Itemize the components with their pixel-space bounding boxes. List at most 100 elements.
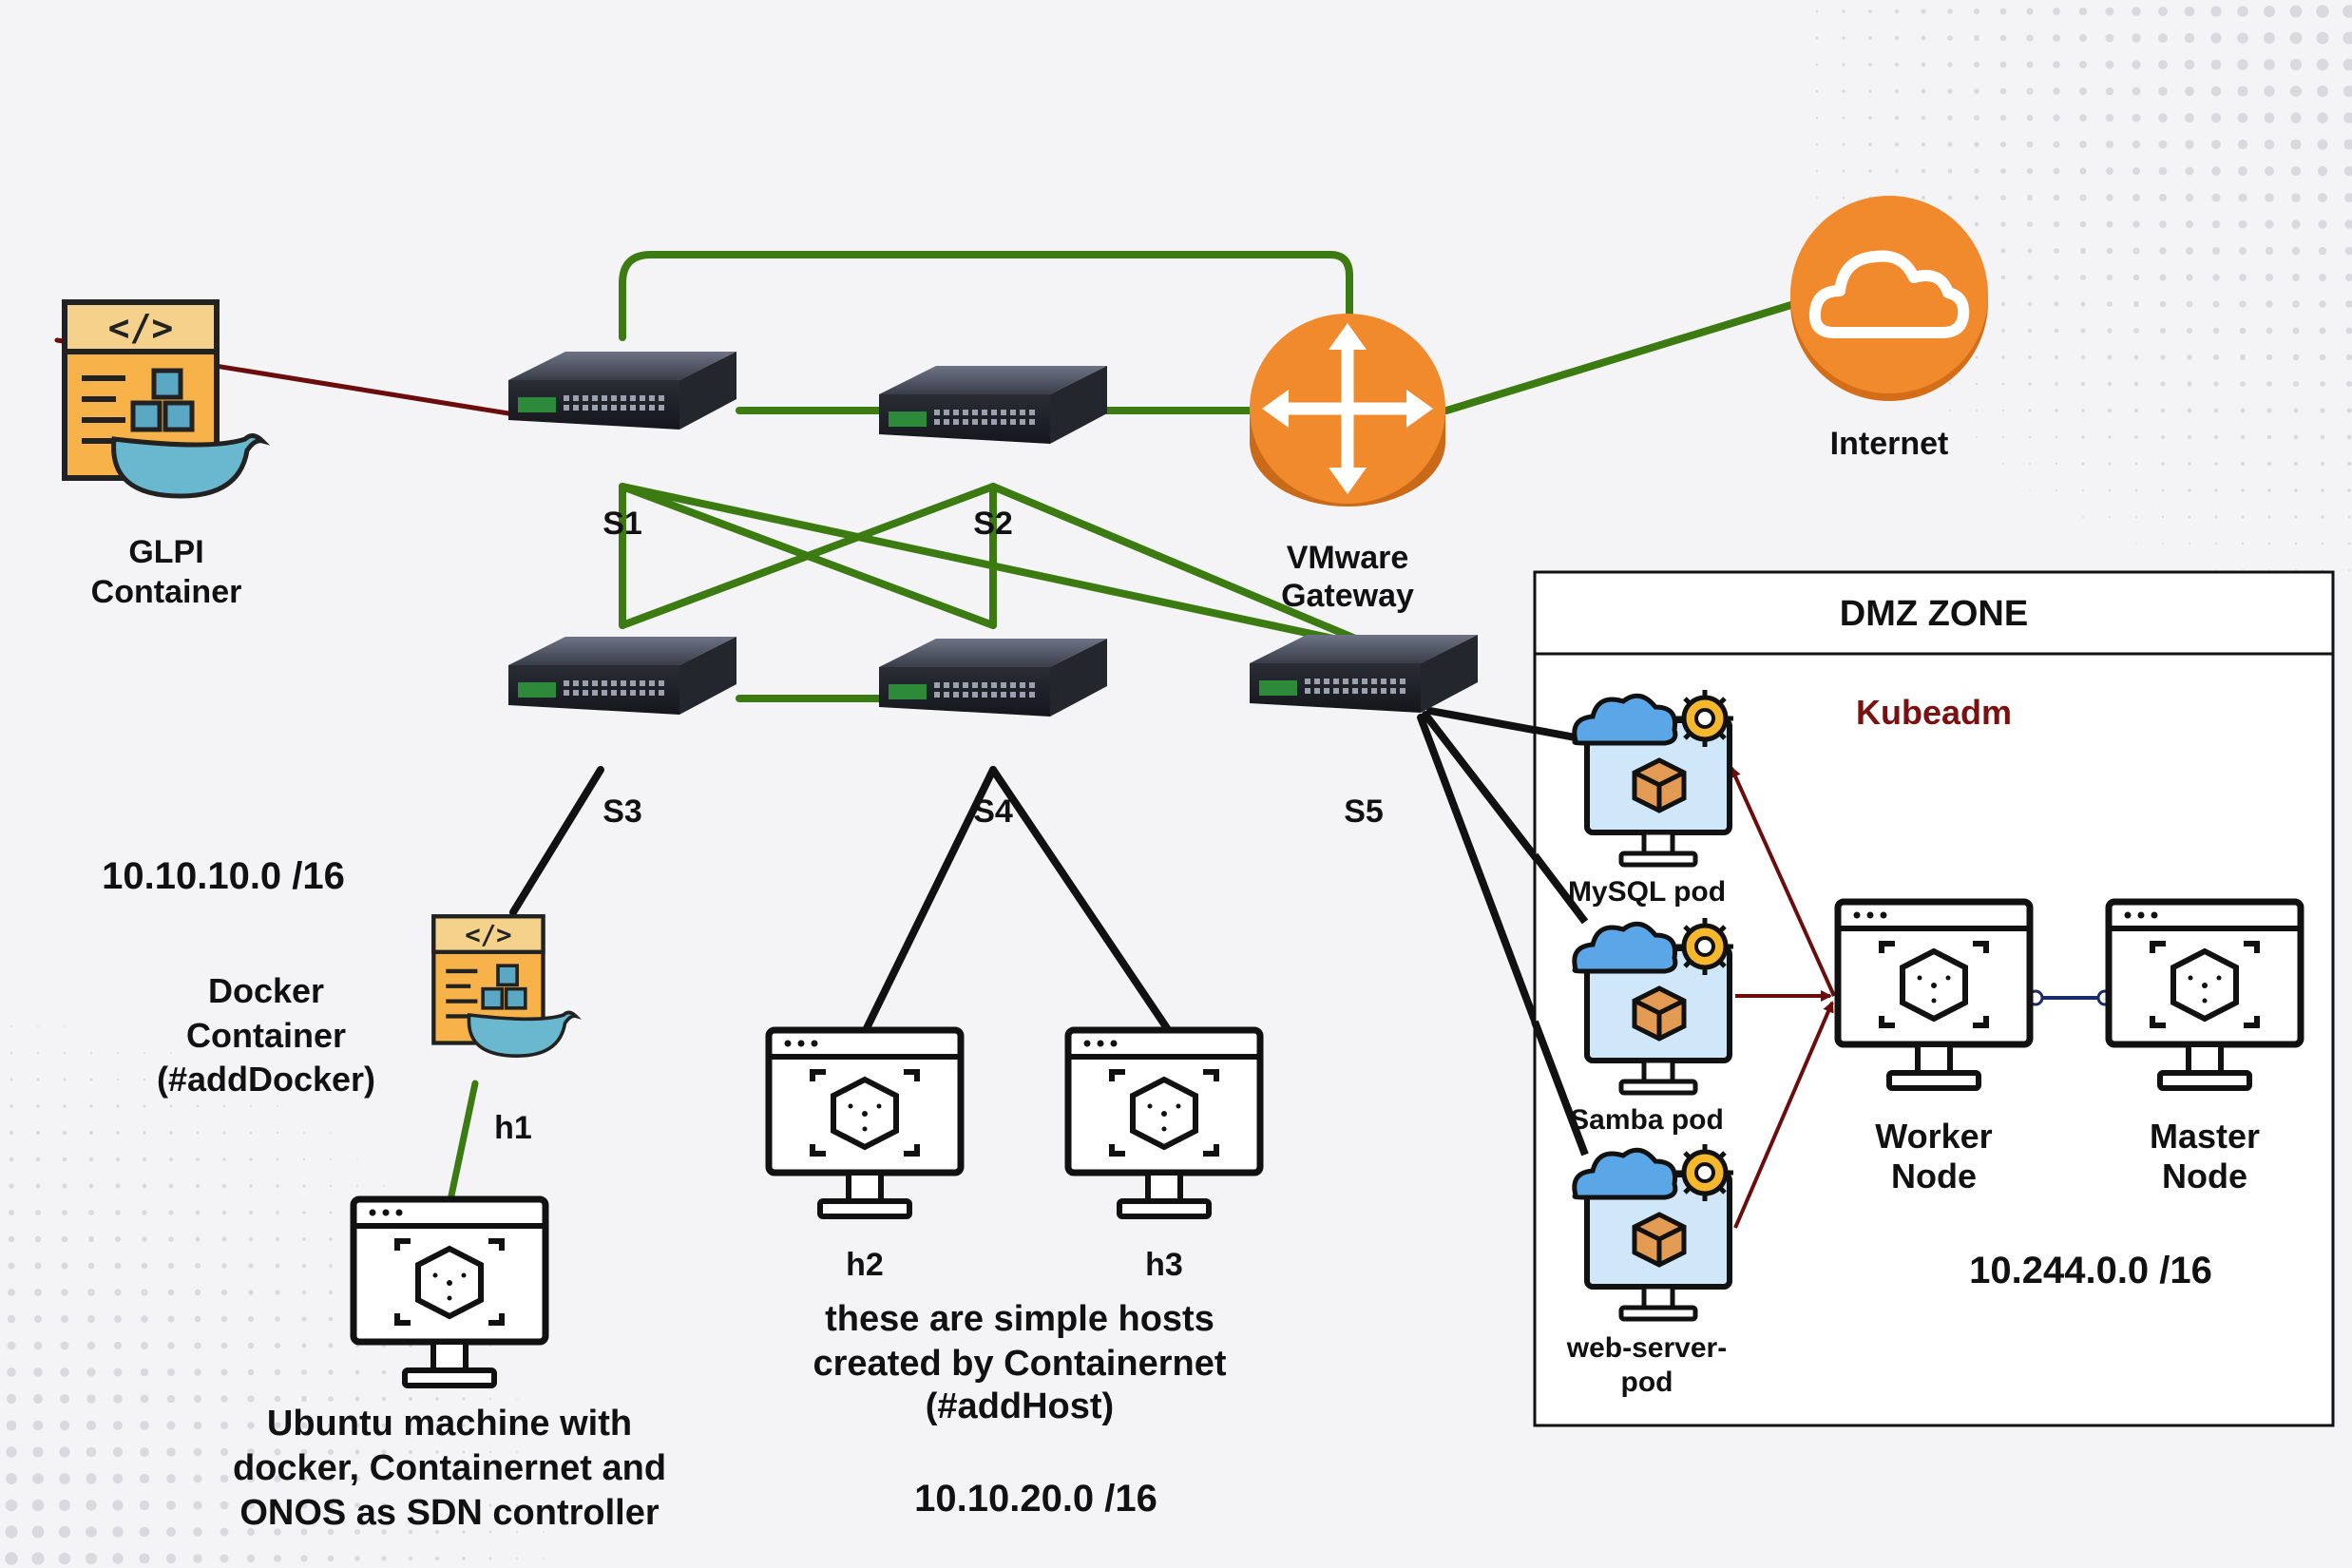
bg-dot bbox=[2026, 8, 2034, 15]
bg-dot bbox=[89, 1131, 93, 1135]
bg-dot bbox=[247, 1448, 255, 1456]
bg-dot bbox=[516, 1425, 518, 1426]
bg-dot bbox=[302, 1237, 306, 1241]
bg-dot bbox=[2107, 381, 2113, 387]
bg-dot bbox=[2187, 408, 2192, 413]
bg-dot bbox=[222, 1184, 226, 1188]
bg-dot bbox=[2026, 167, 2034, 175]
bg-dot bbox=[2321, 515, 2324, 519]
bg-dot bbox=[2239, 327, 2247, 335]
bg-dot bbox=[1815, 63, 1819, 67]
bg-dot bbox=[2290, 139, 2302, 150]
master-node[interactable]: Master Node bbox=[2109, 902, 2301, 1195]
bg-dot bbox=[10, 1025, 12, 1027]
bg-dot bbox=[2106, 274, 2113, 281]
bg-dot bbox=[1921, 62, 1926, 67]
bg-dot bbox=[2028, 409, 2032, 412]
bg-dot bbox=[2185, 140, 2194, 149]
bg-dot bbox=[1868, 116, 1872, 120]
bg-dot bbox=[2293, 408, 2299, 413]
bg-dot bbox=[2027, 301, 2033, 307]
bg-dot bbox=[300, 1475, 308, 1482]
ubuntu-label-3: ONOS as SDN controller bbox=[239, 1493, 660, 1533]
bg-dot bbox=[302, 1211, 306, 1214]
switch-s1[interactable] bbox=[508, 352, 736, 430]
ubuntu-machine[interactable]: Ubuntu machine with docker, Containernet… bbox=[233, 1199, 666, 1533]
bg-dot bbox=[2162, 543, 2164, 545]
host-h3[interactable]: h3 bbox=[1068, 1030, 1260, 1283]
docker-container-h1[interactable]: Docker Container (#addDocker) h1 bbox=[157, 916, 576, 1146]
bg-dot bbox=[2212, 274, 2220, 281]
bg-dot bbox=[2342, 5, 2352, 18]
bg-dot bbox=[2158, 86, 2168, 96]
bg-dot bbox=[408, 1449, 413, 1455]
samba-pod-label: Samba pod bbox=[1570, 1104, 1724, 1136]
bg-dot bbox=[515, 1477, 519, 1481]
bg-dot bbox=[113, 1421, 123, 1430]
bg-dot bbox=[1842, 169, 1845, 173]
switch-s5[interactable] bbox=[1250, 635, 1478, 713]
bg-dot bbox=[1921, 88, 1926, 94]
bg-dot bbox=[2079, 87, 2087, 95]
bg-dot bbox=[2000, 221, 2006, 227]
web-server-pod[interactable]: web-server- pod bbox=[1566, 1144, 1733, 1398]
bg-dot bbox=[89, 1104, 93, 1108]
bg-dot bbox=[2240, 434, 2246, 440]
worker-node[interactable]: Worker Node bbox=[1838, 902, 2030, 1195]
bg-dot bbox=[1974, 62, 1979, 67]
bg-dot bbox=[2079, 247, 2087, 255]
glpi-container[interactable]: GLPI Container bbox=[65, 302, 262, 610]
bg-dot bbox=[381, 1529, 387, 1535]
bg-dot bbox=[114, 1289, 122, 1296]
vmware-gateway[interactable]: VMware Gateway bbox=[1250, 314, 1445, 614]
bg-dot bbox=[2053, 194, 2060, 201]
bg-dot bbox=[89, 1051, 93, 1055]
bg-dot bbox=[356, 1158, 358, 1160]
bg-dot bbox=[408, 1476, 413, 1482]
bg-dot bbox=[1868, 169, 1872, 173]
bg-dot bbox=[435, 1557, 439, 1560]
mysql-pod[interactable]: MySQL pod bbox=[1568, 690, 1733, 908]
bg-dot bbox=[33, 1394, 43, 1404]
h2-label: h2 bbox=[846, 1247, 884, 1283]
bg-dot bbox=[2265, 246, 2274, 256]
bg-dot bbox=[87, 1262, 95, 1270]
bg-dot bbox=[35, 1157, 41, 1162]
bg-dot bbox=[275, 1263, 280, 1269]
switch-s3[interactable] bbox=[508, 637, 736, 715]
bg-dot bbox=[274, 1422, 281, 1429]
bg-dot bbox=[114, 1315, 122, 1323]
bg-dot bbox=[140, 1394, 149, 1404]
bg-dot bbox=[2266, 327, 2273, 335]
bg-dot bbox=[435, 1397, 439, 1401]
bg-dot bbox=[1895, 169, 1899, 173]
bg-dot bbox=[2159, 220, 2167, 228]
bg-dot bbox=[354, 1476, 360, 1482]
bg-dot bbox=[247, 1475, 255, 1482]
bg-dot bbox=[2055, 435, 2058, 439]
mesh-links bbox=[619, 483, 1382, 652]
bg-dot bbox=[2053, 34, 2060, 42]
switch-s2[interactable] bbox=[879, 366, 1107, 444]
switch-s4[interactable] bbox=[879, 639, 1107, 717]
bg-dot bbox=[2342, 31, 2352, 45]
bg-dot bbox=[248, 1210, 254, 1215]
bg-dot bbox=[2053, 8, 2060, 15]
bg-dot bbox=[2238, 246, 2247, 256]
samba-pod[interactable]: Samba pod bbox=[1570, 918, 1733, 1136]
ubuntu-label-2: docker, Containernet and bbox=[233, 1448, 666, 1488]
bg-dot bbox=[8, 1235, 15, 1243]
host-h2[interactable]: h2 bbox=[769, 1030, 961, 1283]
bg-dot bbox=[2132, 33, 2141, 43]
bg-dot bbox=[2264, 112, 2275, 124]
bg-dot bbox=[2001, 329, 2005, 333]
bg-dot bbox=[435, 1477, 439, 1481]
bg-dot bbox=[60, 1367, 69, 1377]
bg-dot bbox=[2132, 140, 2141, 149]
internet[interactable]: Internet bbox=[1790, 196, 1988, 462]
bg-dot bbox=[328, 1423, 334, 1428]
label-s3: S3 bbox=[602, 794, 642, 830]
bg-dot bbox=[2214, 488, 2218, 492]
bg-dot bbox=[2053, 220, 2060, 228]
bg-dot bbox=[2321, 488, 2324, 492]
